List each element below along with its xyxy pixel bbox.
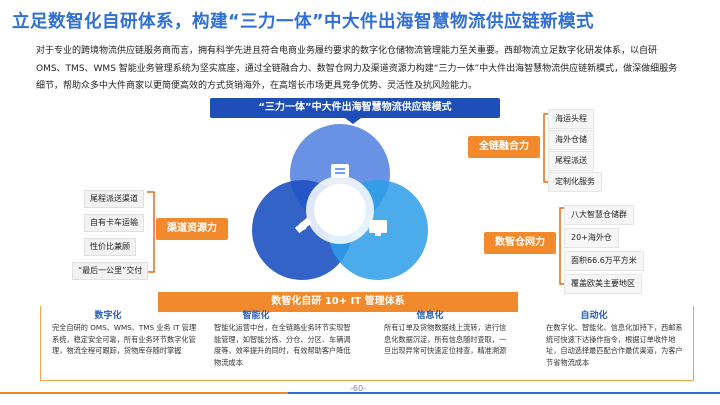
footer-divider [0,392,720,394]
col-heading-digital: 数字化 [94,311,122,321]
diagram-title: “三力一体”中大件出海智慧物流供应链模式 [210,98,500,124]
channel-item-4: “最后一公里”交付 [72,262,149,280]
col-text-digital: 完全自研的 OMS、WMS、TMS 业务 IT 管理系统，稳定安全可靠，所有业务… [52,323,197,355]
col-text-smart: 智能化运营中台，在全链路业务环节实现智能管理，如智能分拣、分仓、分区、车辆调度等… [214,323,351,367]
it-system-box [40,306,694,381]
warehouse-item-4: 覆盖欧美主要地区 [564,274,642,294]
document-icon [331,164,349,178]
label-smart-warehouse: 数智仓网力 [484,232,556,254]
channel-item-3: 性价比兼顾 [84,238,136,256]
three-circles-diagram [252,124,428,280]
monitor-icon [369,220,387,236]
channel-item-1: 尾程派送渠道 [84,190,144,208]
label-full-chain: 全链融合力 [468,136,540,158]
col-heading-info: 信息化 [416,311,444,321]
it-system-title: 数智化自研 10+ IT 管理体系 [158,292,518,312]
col-text-auto: 在数字化、智能化、信息化加持下，西邮系统可快速下达操作指令，根据订单收件地址，自… [546,323,683,367]
satellite-icon [294,217,312,234]
bracket-right-top [543,113,551,183]
page-number: -60- [350,384,366,393]
warehouse-item-2: 20+海外仓 [564,228,619,248]
label-channel: 渠道资源力 [156,218,228,240]
full-chain-item-1: 海运头程 [548,109,594,129]
full-chain-item-2: 海外仓储 [548,130,594,150]
warehouse-item-3: 面积66.6万平方米 [564,251,644,271]
page-title: 立足数智化自研体系，构建“三力一体”中大件出海智慧物流供应链新模式 [12,12,595,32]
intro-paragraph: 对于专业的跨境物流供应链服务商而言，拥有科学先进且符合电商业务履约要求的数字化仓… [36,46,678,91]
bracket-left [147,191,155,273]
channel-item-2: 自有卡车运输 [84,214,144,232]
bracket-right-bottom [559,207,567,285]
warehouse-item-1: 八大智慧仓储群 [564,205,634,225]
col-heading-auto: 自动化 [580,311,608,321]
full-chain-item-4: 定制化服务 [548,172,602,192]
col-heading-smart: 智能化 [242,311,270,321]
full-chain-item-3: 尾程派送 [548,151,594,171]
col-text-info: 所有订单及货物数据线上流转，进行信息化数据沉淀，所有信息随时查取，一旦出现异常可… [384,323,507,355]
